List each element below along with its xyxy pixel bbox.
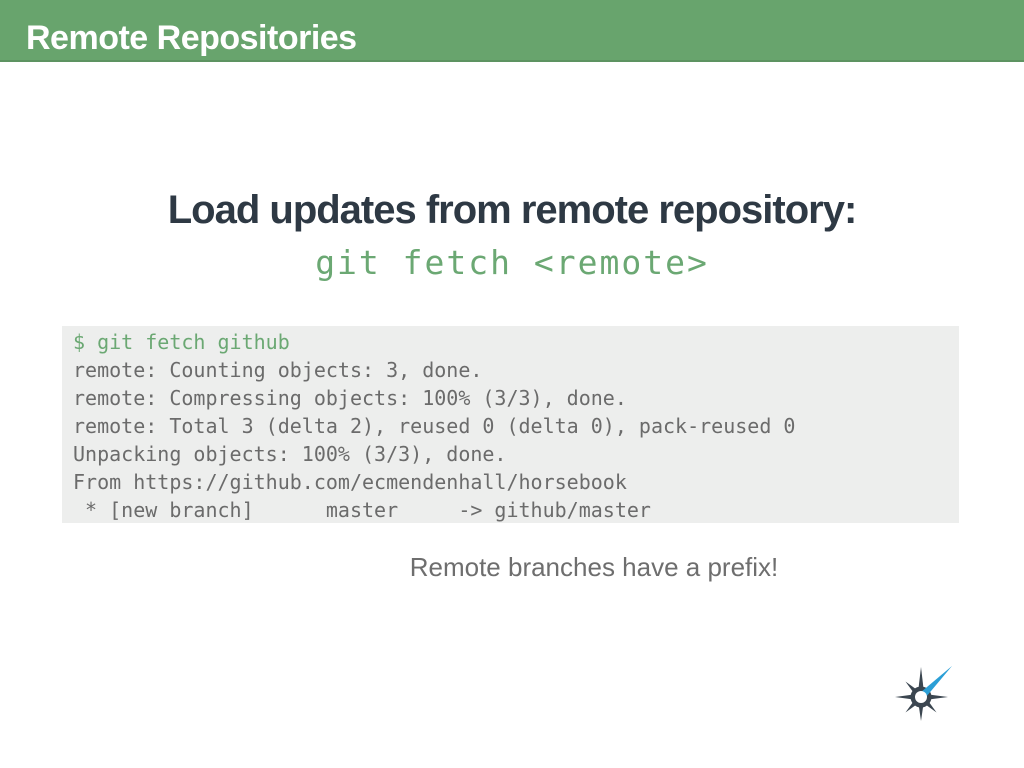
compass-star-logo-icon bbox=[895, 665, 953, 721]
terminal-line: * [new branch] master -> github/master bbox=[85, 498, 651, 522]
blue-ray bbox=[921, 665, 953, 697]
terminal-line: remote: Counting objects: 3, done. bbox=[73, 358, 483, 382]
terminal-output-block: $ git fetch github remote: Counting obje… bbox=[62, 326, 959, 523]
slide-header: Remote Repositories bbox=[0, 0, 1024, 62]
terminal-line: remote: Total 3 (delta 2), reused 0 (del… bbox=[73, 414, 796, 438]
terminal-output-text: $ git fetch github remote: Counting obje… bbox=[62, 326, 959, 523]
terminal-line: $ git fetch github bbox=[73, 330, 290, 354]
terminal-line: remote: Compressing objects: 100% (3/3),… bbox=[73, 386, 627, 410]
git-fetch-command-text: git fetch <remote> bbox=[315, 243, 709, 282]
slide-heading: Load updates from remote repository: bbox=[167, 188, 858, 232]
terminal-line: From https://github.com/ecmendenhall/hor… bbox=[73, 470, 627, 494]
terminal-line: Unpacking objects: 100% (3/3), done. bbox=[73, 442, 507, 466]
slide-caption: Remote branches have a prefix! bbox=[409, 552, 779, 582]
slide-header-title: Remote Repositories bbox=[26, 19, 357, 57]
